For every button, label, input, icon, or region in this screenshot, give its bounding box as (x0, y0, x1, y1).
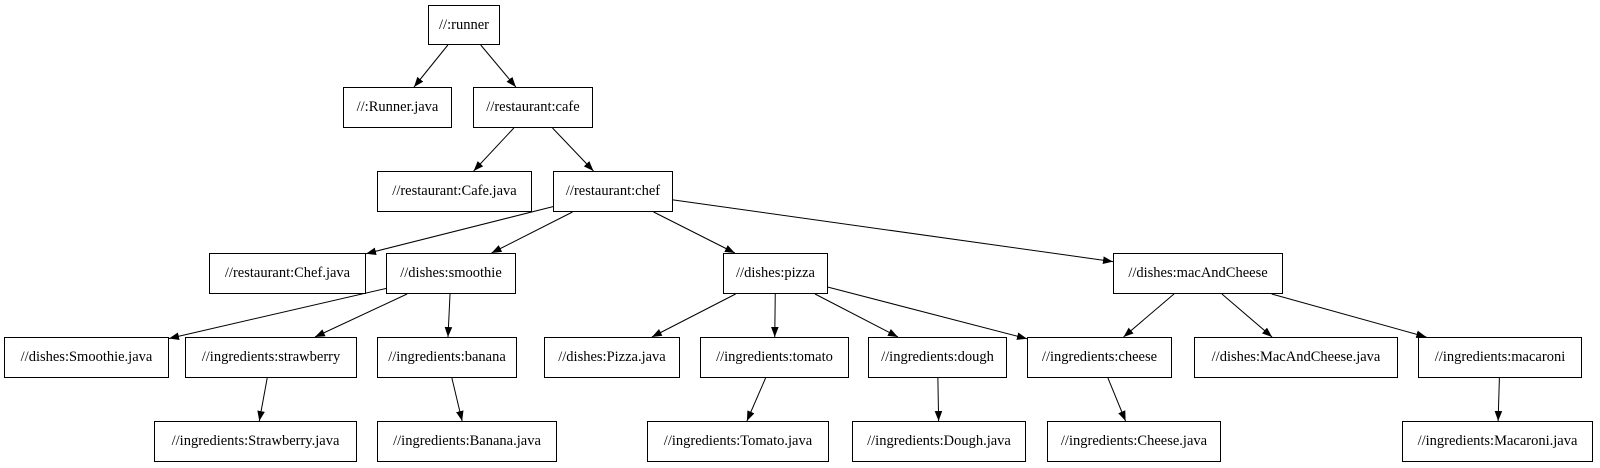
graph-edge-macaroni-to-macaroni-java (1494, 377, 1503, 422)
graph-node-label: //ingredients:tomato (716, 349, 833, 366)
graph-node-dough-java: //ingredients:Dough.java (852, 421, 1026, 462)
graph-edge-tomato-to-tomato-java (746, 377, 767, 422)
graph-edge-mac-and-cheese-to-mac-and-cheese-java (1221, 293, 1273, 338)
graph-node-label: //restaurant:cafe (486, 99, 580, 116)
graph-node-label: //ingredients:Strawberry.java (171, 433, 340, 450)
graph-node-cafe: //restaurant:cafe (473, 87, 593, 128)
graph-edge-mac-and-cheese-to-cheese (1123, 293, 1175, 338)
graph-node-smoothie-java: //dishes:Smoothie.java (4, 337, 169, 378)
graph-node-label: //dishes:macAndCheese (1128, 265, 1268, 282)
graph-edge-chef-to-chef-java (365, 206, 554, 255)
graph-edge-pizza-to-cheese (827, 286, 1028, 340)
graph-node-banana-java: //ingredients:Banana.java (377, 421, 557, 462)
graph-node-label: //ingredients:cheese (1041, 349, 1158, 366)
graph-node-label: //dishes:smoothie (400, 265, 502, 282)
graph-edge-cafe-to-chef (552, 127, 594, 172)
graph-node-label: //restaurant:Cafe.java (392, 183, 517, 200)
graph-edge-cheese-to-cheese-java (1107, 377, 1127, 422)
graph-node-macaroni-java: //ingredients:Macaroni.java (1402, 421, 1593, 462)
graph-node-chef-java: //restaurant:Chef.java (209, 253, 366, 294)
graph-node-label: //dishes:MacAndCheese.java (1211, 349, 1381, 366)
graph-node-tomato: //ingredients:tomato (700, 337, 849, 378)
graph-edge-smoothie-to-banana (444, 293, 453, 338)
graph-node-dough: //ingredients:dough (868, 337, 1007, 378)
graph-edge-chef-to-pizza (653, 211, 736, 254)
graph-node-label: //ingredients:strawberry (201, 349, 341, 366)
graph-edge-pizza-to-dough (814, 293, 899, 338)
graph-edge-smoothie-to-smoothie-java (168, 287, 387, 340)
graph-edge-runner-to-cafe (480, 44, 517, 88)
graph-node-label: //restaurant:chef (565, 183, 661, 200)
graph-edge-chef-to-mac-and-cheese (672, 199, 1114, 264)
graph-node-label: //dishes:Smoothie.java (20, 349, 153, 366)
graph-node-label: //:Runner.java (356, 99, 439, 116)
graph-node-label: //dishes:Pizza.java (558, 349, 666, 366)
graph-node-cafe-java: //restaurant:Cafe.java (377, 171, 532, 212)
graph-node-label: //:runner (439, 16, 489, 33)
graph-node-pizza-java: //dishes:Pizza.java (544, 337, 680, 378)
graph-edge-mac-and-cheese-to-macaroni (1271, 293, 1427, 338)
graph-edge-pizza-to-pizza-java (651, 293, 736, 338)
graph-node-smoothie: //dishes:smoothie (386, 253, 516, 294)
graph-node-label: //ingredients:Tomato.java (663, 433, 813, 450)
graph-edge-cafe-to-cafe-java (473, 127, 515, 172)
graph-node-strawberry-java: //ingredients:Strawberry.java (154, 421, 357, 462)
graph-node-label: //ingredients:Dough.java (867, 433, 1011, 450)
graph-edge-strawberry-to-strawberry-java (257, 377, 268, 422)
graph-node-macaroni: //ingredients:macaroni (1418, 337, 1582, 378)
graph-node-label: //ingredients:Cheese.java (1060, 433, 1208, 450)
graph-node-pizza: //dishes:pizza (723, 253, 828, 294)
graph-edge-banana-to-banana-java (451, 377, 464, 422)
graph-edge-smoothie-to-strawberry (314, 293, 408, 338)
graph-node-strawberry: //ingredients:strawberry (185, 337, 357, 378)
graph-node-mac-and-cheese-java: //dishes:MacAndCheese.java (1194, 337, 1398, 378)
graph-edge-runner-to-runner-java (413, 44, 449, 88)
graph-node-label: //ingredients:banana (388, 349, 506, 366)
graph-node-label: //ingredients:Banana.java (393, 433, 541, 450)
graph-node-runner-java: //:Runner.java (343, 87, 452, 128)
graph-node-tomato-java: //ingredients:Tomato.java (647, 421, 829, 462)
graph-node-banana: //ingredients:banana (377, 337, 517, 378)
graph-node-runner: //:runner (428, 5, 500, 45)
graph-node-cheese-java: //ingredients:Cheese.java (1047, 421, 1221, 462)
graph-node-label: //dishes:pizza (736, 265, 815, 282)
graph-edge-pizza-to-tomato (771, 293, 779, 338)
graph-node-mac-and-cheese: //dishes:macAndCheese (1113, 253, 1283, 294)
graph-node-cheese: //ingredients:cheese (1027, 337, 1172, 378)
graph-node-chef: //restaurant:chef (553, 171, 673, 212)
graph-node-label: //ingredients:Macaroni.java (1417, 433, 1578, 450)
graph-edge-dough-to-dough-java (934, 377, 943, 422)
graph-node-label: //ingredients:macaroni (1434, 349, 1566, 366)
graph-node-label: //ingredients:dough (881, 349, 994, 366)
graph-edge-chef-to-smoothie (491, 211, 573, 254)
graph-node-label: //restaurant:Chef.java (224, 265, 351, 282)
